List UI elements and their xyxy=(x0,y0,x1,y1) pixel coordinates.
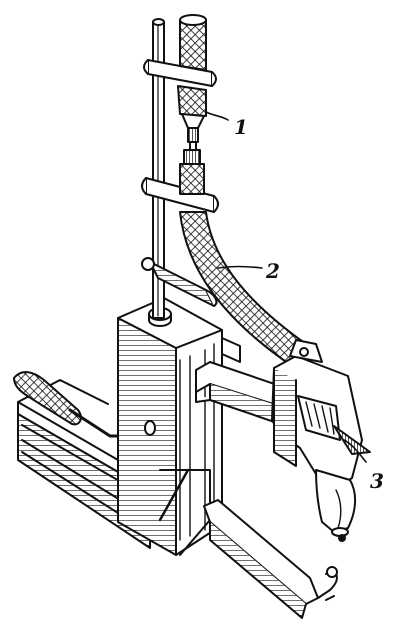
leader-lines xyxy=(205,111,367,463)
connector-assembly xyxy=(177,14,207,195)
callout-label-3: 3 xyxy=(370,469,384,493)
callout-label-2: 2 xyxy=(265,259,280,283)
torch-head xyxy=(271,339,371,542)
rear-crossbar xyxy=(141,257,241,363)
clamp-block xyxy=(117,297,223,556)
lower-arm xyxy=(203,499,338,619)
side-bolt xyxy=(144,420,156,436)
callout-label-1: 1 xyxy=(234,115,248,139)
